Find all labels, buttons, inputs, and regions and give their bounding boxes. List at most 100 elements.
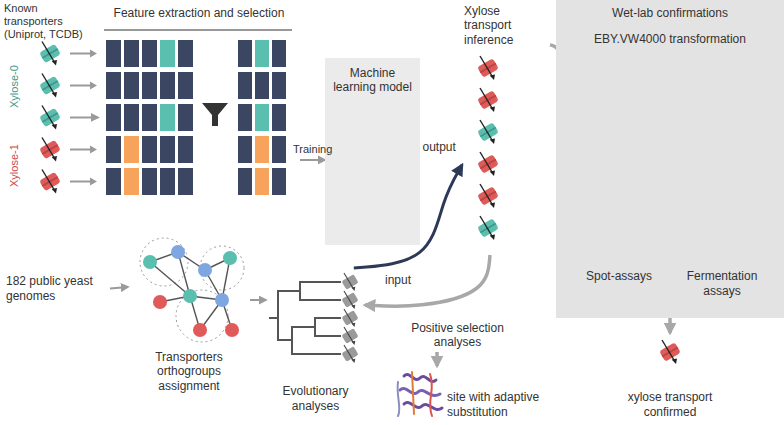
matrix-cell (238, 168, 252, 195)
matrix-cell (238, 104, 252, 131)
row-arrows (90, 50, 97, 58)
matrix-cell (272, 40, 286, 67)
matrix-cell (178, 104, 193, 131)
orthogroup-network (171, 245, 185, 259)
matrix-cell (124, 136, 139, 163)
orthogroup-network (150, 252, 232, 330)
orthogroup-stage: Transporters orthogroups assignment (128, 240, 250, 395)
matrix-cell (160, 136, 175, 163)
node-label: Fermentation assays (670, 269, 774, 298)
wet-lab-panel: Wet-lab confirmationsEBY.VW4000 transfor… (556, 0, 784, 318)
orthogroup-network (143, 255, 157, 269)
matrix-cell (272, 168, 286, 195)
transformation-step: EBY.VW4000 transformation (570, 30, 770, 180)
evolution-stage: Evolutionary analyses (266, 268, 365, 415)
protein-structure (412, 372, 414, 414)
class-label: Xylose-0 (7, 65, 20, 108)
bracket-line (104, 29, 292, 30)
tree-leaf-icons (341, 273, 358, 291)
matrix-cell (178, 136, 193, 163)
matrix-cell (106, 104, 121, 131)
known-transporter-icons (39, 42, 61, 194)
row-arrows (70, 85, 91, 87)
matrix-cell (272, 72, 286, 99)
node-label: Feature extraction and selection (100, 6, 298, 20)
feature-stage: Feature extraction and selection (98, 0, 300, 205)
flow-arrow (365, 255, 490, 306)
row-arrows (70, 149, 91, 151)
node-label: EBY.VW4000 transformation (572, 32, 768, 46)
matrix-cell (238, 136, 252, 163)
flow-arrow (250, 299, 266, 301)
node-label: Evolutionary analyses (268, 384, 363, 413)
orthogroup-network (140, 238, 244, 342)
orthogroup-network (183, 289, 197, 303)
inferred-transporter-icons (477, 216, 499, 240)
matrix-cell (106, 168, 121, 195)
matrix-cell (178, 72, 193, 99)
matrix-cell (255, 136, 269, 163)
inferred-transporter-icons (477, 152, 499, 176)
phylogenetic-tree (270, 317, 278, 319)
matrix-cell (142, 72, 157, 99)
matrix-cell (160, 40, 175, 67)
tree-leaf-icons (341, 345, 358, 363)
protein-structure (398, 382, 400, 416)
inferred-transporter-icons (477, 88, 499, 112)
matrix-cell (160, 168, 175, 195)
known-transporter-icons (39, 42, 61, 66)
matrix-cell (272, 136, 286, 163)
protein-structure (398, 372, 442, 416)
flow-label: input (385, 273, 411, 287)
orthogroup-network (140, 238, 244, 342)
matrix-cell (255, 104, 269, 131)
matrix-cell (142, 104, 157, 131)
orthogroup-network (198, 263, 212, 277)
orthogroup-network (153, 295, 167, 309)
tree-leaf-icons (341, 273, 358, 363)
matrix-cell (142, 136, 157, 163)
flow-arrow (435, 352, 439, 366)
matrix-cell (124, 40, 139, 67)
matrix-cell (160, 104, 175, 131)
matrix-cell (160, 72, 175, 99)
flow-arrow (110, 287, 128, 289)
matrix-cell (124, 168, 139, 195)
edge-label: Training (293, 143, 332, 156)
row-arrows (90, 82, 97, 90)
matrix-cell (106, 136, 121, 163)
inferred-transporter-icons (477, 56, 499, 240)
row-arrows (70, 53, 91, 55)
matrix-cell (178, 168, 193, 195)
matrix-cell (255, 72, 269, 99)
tree-leaf-icons (341, 291, 358, 309)
protein-structure (430, 374, 432, 416)
matrix-cell (238, 40, 252, 67)
known-transporter-icons (39, 74, 61, 98)
matrix-cell (124, 72, 139, 99)
adaptive-site: site with adaptive substitution (395, 366, 560, 420)
matrix-cell (106, 72, 121, 99)
node-label: Xylose transport inference (464, 4, 548, 47)
phylogenetic-tree (270, 282, 340, 354)
class-label: Xylose-1 (7, 144, 20, 187)
matrix-cell (272, 104, 286, 131)
inferred-transporter-icons (477, 56, 499, 80)
flow-arrow (300, 159, 325, 161)
confirmed-transporter-icon (659, 340, 681, 364)
node-label: Machine learning model (329, 66, 416, 95)
matrix-cell (142, 168, 157, 195)
orthogroup-network (215, 293, 229, 307)
node-label: Wet-lab confirmations (560, 6, 780, 20)
matrix-cell (106, 40, 121, 67)
orthogroup-network (193, 323, 207, 337)
orthogroup-network (225, 323, 239, 337)
matrix-cell (255, 40, 269, 67)
confirmed-transporter-icon (659, 340, 681, 364)
result-step: xylose transport confirmed (612, 333, 728, 420)
inferred-transporter-icons (477, 120, 499, 144)
tree-leaf-icons (341, 309, 358, 327)
node-label: 182 public yeast genomes (6, 274, 108, 303)
known-transporter-icons (39, 106, 61, 130)
